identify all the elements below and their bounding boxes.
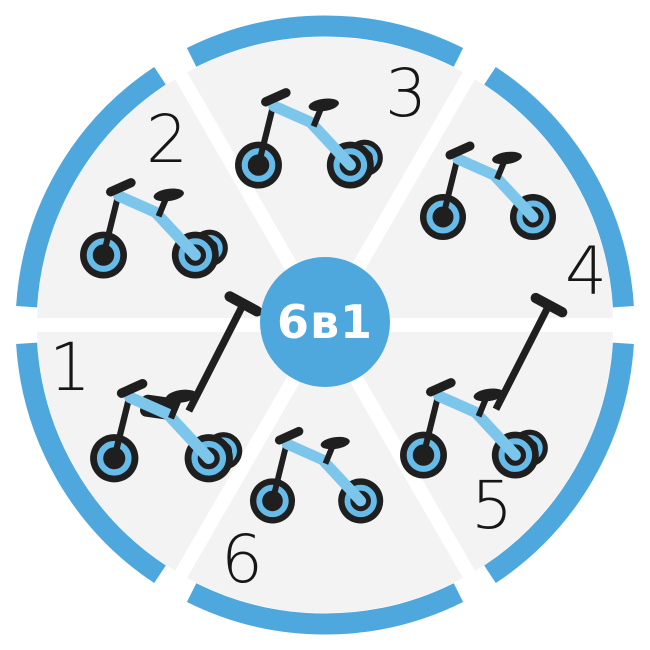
segment-number-4: 4 <box>565 233 607 310</box>
tricycle-with-parent-handle-and-basket-icon <box>90 297 257 483</box>
segment-number-2: 2 <box>146 101 188 178</box>
segment-number-5: 5 <box>471 467 513 544</box>
center-circle <box>260 257 390 387</box>
segment-number-3: 3 <box>385 55 427 132</box>
outer-ring <box>16 15 634 635</box>
center-label: 6в1 <box>276 295 374 349</box>
segment-dividers <box>35 70 615 580</box>
segment-number-6: 6 <box>221 521 263 598</box>
segment-number-1: 1 <box>49 329 91 406</box>
